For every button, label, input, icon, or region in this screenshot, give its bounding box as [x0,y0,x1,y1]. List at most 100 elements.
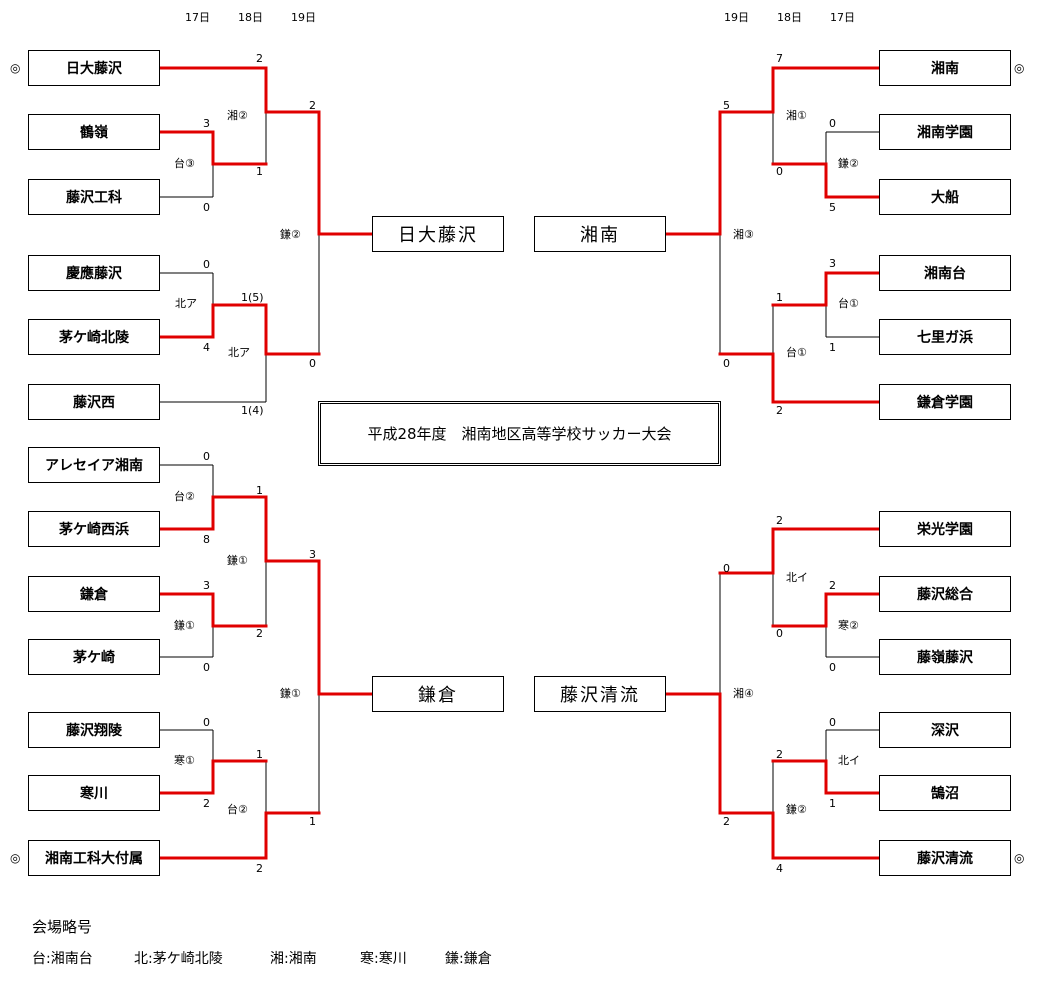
score-label: 1 [256,484,263,497]
score-label: 0 [203,258,210,271]
legend-item: 鎌:鎌倉 [445,951,492,967]
winner-path [158,495,374,696]
score-label: 0 [829,716,836,729]
day-header: 19日 [291,11,316,24]
team-box: 茅ケ崎北陵 [28,319,160,355]
team-box: 深沢 [879,712,1011,748]
winner-path [158,811,321,860]
day-header: 18日 [238,11,263,24]
score-label: 3 [309,548,316,561]
team-box: 栄光学園 [879,511,1011,547]
score-label: 1 [829,341,836,354]
score-label: 5 [723,99,730,112]
venue-label: 北ア [228,346,250,359]
winner-path [718,527,881,575]
finalist-box: 湘南 [534,216,666,252]
winner-path [158,66,374,236]
winner-path [771,759,881,795]
winner-path [158,592,268,628]
team-box: 寒川 [28,775,160,811]
score-label: 3 [203,579,210,592]
score-label: 2 [256,862,263,875]
team-box: 鎌倉 [28,576,160,612]
score-label: 2 [776,404,783,417]
team-box: 鵠沼 [879,775,1011,811]
score-label: 0 [309,357,316,370]
team-box: 藤嶺藤沢 [879,639,1011,675]
score-label: 1 [256,748,263,761]
day-header: 19日 [724,11,749,24]
venue-label: 北ア [175,297,197,310]
legend-item: 北:茅ケ崎北陵 [134,951,223,967]
score-label: 2 [829,579,836,592]
team-box: 茅ケ崎西浜 [28,511,160,547]
winner-path [158,303,321,356]
venue-label: 寒① [174,754,195,767]
score-label: 0 [723,562,730,575]
winner-path [771,162,881,199]
venue-label: 鎌① [280,687,301,700]
score-label: 1(4) [241,404,264,417]
team-box: 湘南工科大付属 [28,840,160,876]
score-label: 1(5) [241,291,264,304]
score-label: 2 [776,514,783,527]
winner-path [664,66,881,236]
venue-label: 湘④ [733,687,754,700]
team-box: 藤沢総合 [879,576,1011,612]
score-label: 1 [776,291,783,304]
score-label: 3 [203,117,210,130]
winner-path [718,352,881,404]
score-label: 2 [256,627,263,640]
score-label: 4 [203,341,210,354]
score-label: 0 [776,627,783,640]
finalist-box: 鎌倉 [372,676,504,712]
team-box: 日大藤沢 [28,50,160,86]
venue-label: 鎌① [227,554,248,567]
legend-item: 台:湘南台 [32,951,93,967]
venue-label: 北イ [838,754,860,767]
finalist-box: 日大藤沢 [372,216,504,252]
venue-label: 台① [838,297,859,310]
finalist-box: 藤沢清流 [534,676,666,712]
venue-label: 鎌② [280,228,301,241]
team-box: 湘南学園 [879,114,1011,150]
venue-label: 寒② [838,619,859,632]
score-label: 2 [203,797,210,810]
seed-mark: ◎ [10,851,21,865]
team-box: 大船 [879,179,1011,215]
score-label: 5 [829,201,836,214]
score-label: 0 [776,165,783,178]
team-box: 茅ケ崎 [28,639,160,675]
team-box: 藤沢工科 [28,179,160,215]
score-label: 2 [256,52,263,65]
tournament-title: 平成28年度 湘南地区高等学校サッカー大会 [318,401,721,466]
venue-label: 鎌① [174,619,195,632]
team-box: 藤沢西 [28,384,160,420]
score-label: 4 [776,862,783,875]
team-box: 湘南台 [879,255,1011,291]
score-label: 0 [829,661,836,674]
score-label: 7 [776,52,783,65]
venue-label: 台① [786,346,807,359]
score-label: 8 [203,533,210,546]
seed-mark: ◎ [1014,851,1025,865]
team-box: 湘南 [879,50,1011,86]
day-header: 17日 [830,11,855,24]
venue-label: 湘③ [733,228,754,241]
venue-label: 湘② [227,109,248,122]
score-label: 0 [203,716,210,729]
score-label: 0 [829,117,836,130]
legend-item: 湘:湘南 [270,951,317,967]
team-box: 慶應藤沢 [28,255,160,291]
winner-path [771,271,881,307]
team-box: アレセイア湘南 [28,447,160,483]
seed-mark: ◎ [1014,61,1025,75]
score-label: 0 [203,450,210,463]
winner-path [158,130,268,166]
day-header: 18日 [777,11,802,24]
score-label: 3 [829,257,836,270]
winner-path [158,759,268,795]
venue-label: 台③ [174,157,195,170]
